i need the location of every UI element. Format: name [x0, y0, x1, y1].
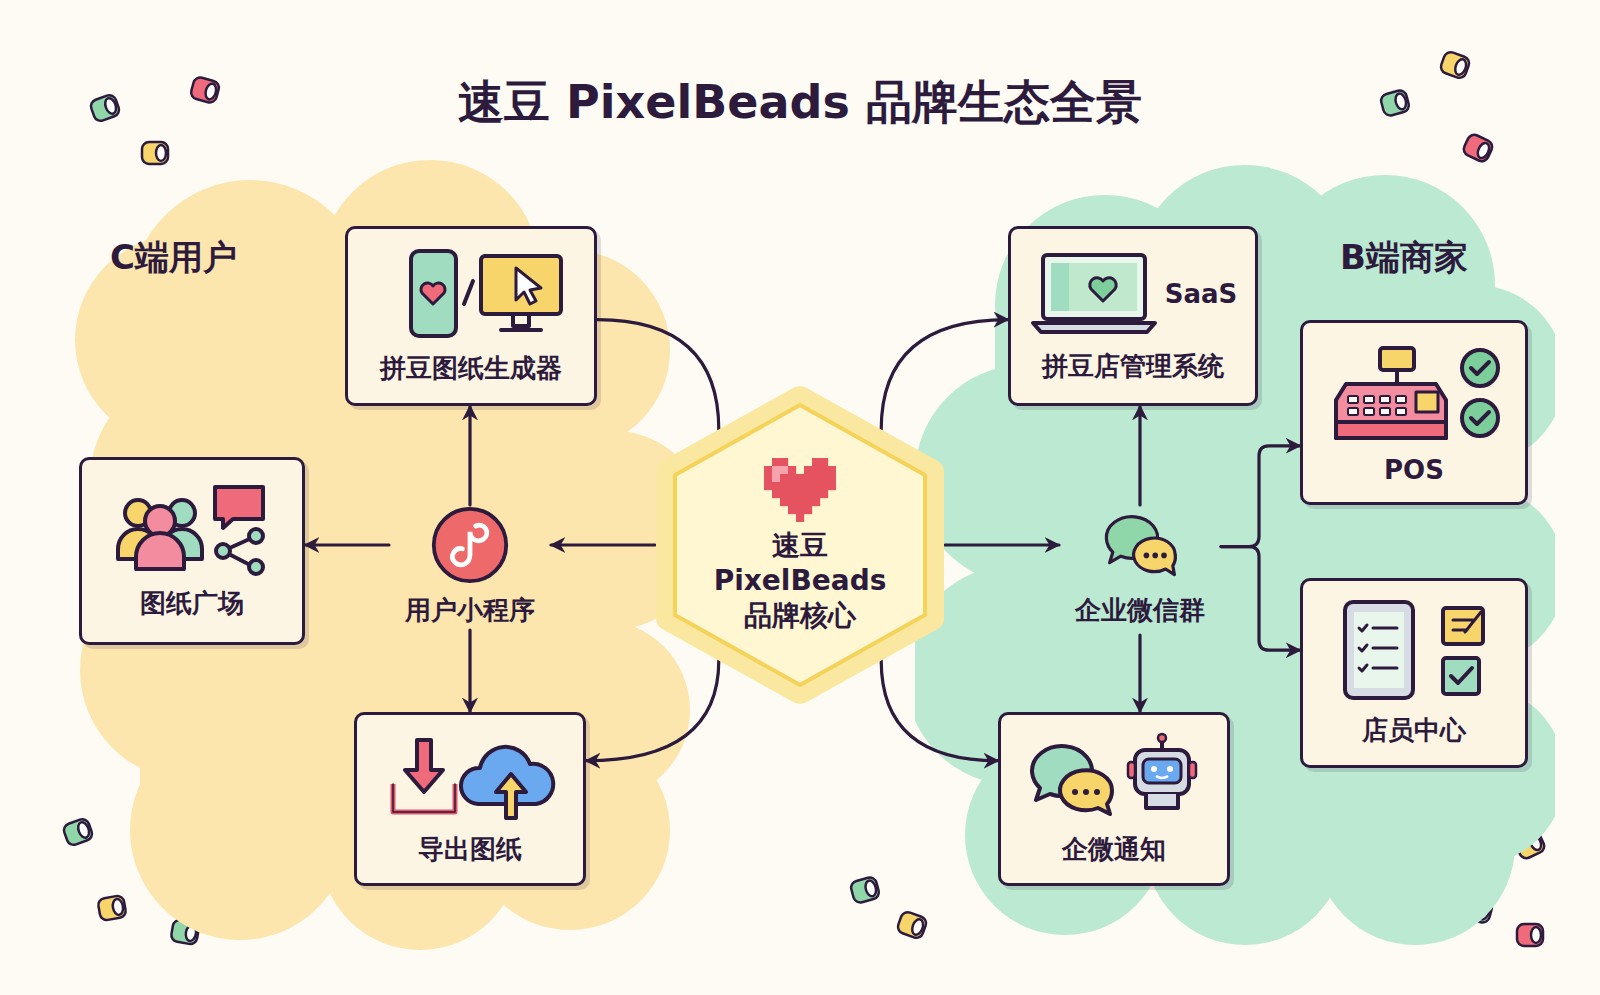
box-label: 店员中心: [1362, 713, 1466, 748]
mini-icon: [430, 505, 510, 585]
pos-icon: [1322, 340, 1507, 445]
icon-row: SaaS: [1029, 249, 1238, 339]
bead: [89, 93, 121, 123]
process-box: 图纸广场: [79, 457, 305, 645]
hub-hexagon: 速豆 PixelBeads 品牌核心: [655, 385, 945, 705]
box-label: 导出图纸: [418, 832, 522, 867]
process-box: 导出图纸: [354, 712, 586, 886]
bead: [190, 76, 221, 104]
box-label: 企微通知: [1062, 832, 1166, 867]
box-label: 图纸广场: [140, 586, 244, 621]
process-box: 店员中心: [1300, 578, 1528, 768]
bead: [1380, 89, 1411, 117]
hub-label: 速豆 PixelBeads 品牌核心: [705, 528, 895, 633]
icon-node: 用户小程序: [389, 505, 551, 630]
bead: [1439, 50, 1471, 80]
wechat-icon: [1100, 505, 1180, 585]
gen-icon: [376, 246, 566, 341]
bead: [97, 895, 126, 921]
bead: [1517, 924, 1543, 946]
process-box: 企微通知: [998, 712, 1230, 886]
icon-node: 企业微信群: [1059, 505, 1221, 635]
bead: [896, 910, 928, 940]
pixel-heart: [764, 458, 836, 522]
node-label: 用户小程序: [405, 593, 535, 628]
notify-icon: [1022, 732, 1207, 822]
region-label: C端用户: [110, 235, 237, 281]
process-box: 拼豆图纸生成器: [345, 226, 597, 406]
square-icon: [110, 481, 275, 576]
staff-icon: [1327, 598, 1502, 703]
box-label: 拼豆店管理系统: [1042, 349, 1224, 384]
region-cloud: B端商家 SaaS 拼豆店管理系统企业微信群 POS 店员中心企微通知: [915, 155, 1555, 945]
process-box: SaaS 拼豆店管理系统: [1008, 226, 1258, 406]
saas-icon: [1029, 249, 1159, 339]
bead: [850, 876, 881, 904]
diagram-title: 速豆 PixelBeads 品牌生态全景: [0, 72, 1600, 134]
region-label: B端商家: [1340, 235, 1468, 281]
box-label: 拼豆图纸生成器: [380, 351, 562, 386]
bead: [142, 142, 168, 164]
process-box: POS: [1300, 320, 1528, 505]
bead: [1462, 133, 1495, 164]
box-label: POS: [1384, 455, 1444, 485]
node-label: 企业微信群: [1075, 593, 1205, 628]
badge-text: SaaS: [1165, 279, 1238, 309]
bead: [62, 817, 94, 847]
export-icon: [378, 732, 563, 822]
region-cloud: C端用户拼豆图纸生成器图纸广场 用户小程序导出图纸: [70, 150, 690, 950]
